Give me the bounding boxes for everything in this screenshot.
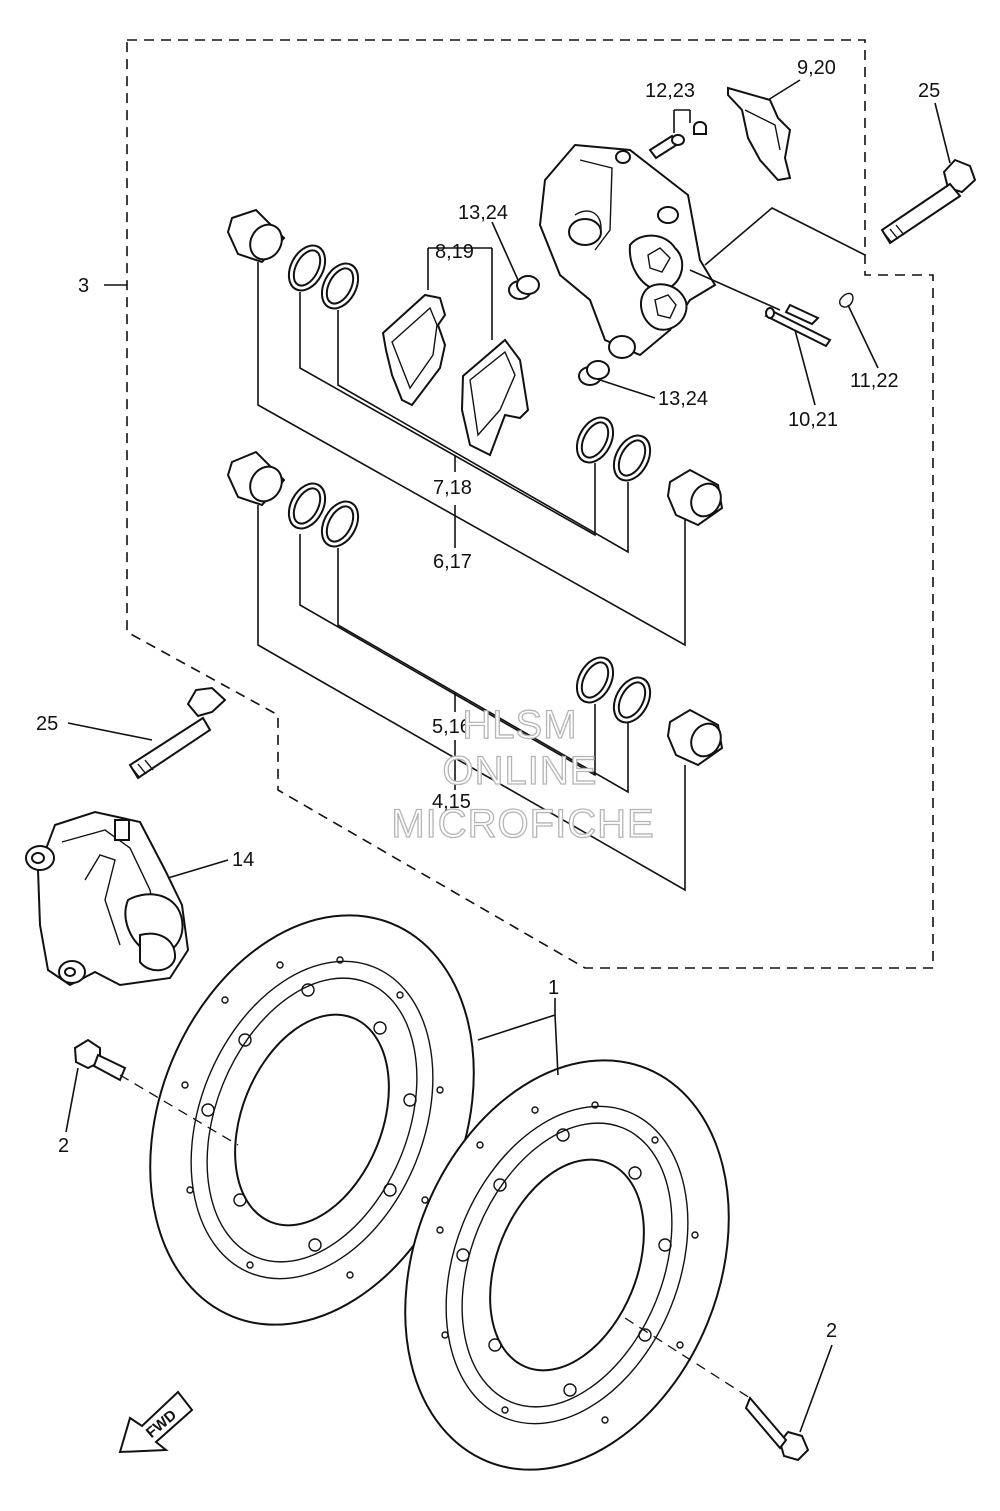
callout-14: 14 bbox=[232, 849, 254, 871]
pad-pin bbox=[764, 303, 832, 348]
callout-6-17: 6,17 bbox=[433, 551, 472, 573]
callout-8-19: 8,19 bbox=[435, 241, 474, 263]
piston-middle-left bbox=[226, 450, 286, 507]
bleed-screw bbox=[648, 121, 707, 160]
callout-7-18: 7,18 bbox=[433, 477, 472, 499]
callout-10-21: 10,21 bbox=[788, 409, 838, 431]
seal-lower-right-a bbox=[575, 656, 615, 704]
callout-2-left: 2 bbox=[58, 1135, 69, 1157]
bushing-upper bbox=[508, 275, 540, 300]
callout-13-24-upper: 13,24 bbox=[458, 202, 508, 224]
callout-3: 3 bbox=[78, 275, 89, 297]
bushing-lower bbox=[578, 360, 610, 386]
watermark: HLSM ONLINE MICROFICHE bbox=[391, 702, 655, 846]
seal-middle-right-a bbox=[575, 416, 615, 464]
caliper-bolt-lower bbox=[128, 686, 227, 780]
fwd-arrow-icon: FWD bbox=[118, 1390, 194, 1454]
pad-spring bbox=[727, 86, 792, 182]
callout-11-22: 11,22 bbox=[850, 370, 899, 392]
brake-caliper-main bbox=[538, 143, 717, 359]
callout-25-lower: 25 bbox=[36, 713, 58, 735]
watermark-line-2: ONLINE bbox=[443, 749, 598, 793]
watermark-line-1: HLSM bbox=[462, 703, 577, 747]
brake-caliper-side bbox=[25, 810, 190, 987]
caliper-bolt-upper bbox=[880, 158, 977, 245]
disc-bolt-right bbox=[744, 1396, 810, 1462]
seal-upper-left-b bbox=[320, 262, 360, 310]
piston-upper-left bbox=[226, 208, 286, 264]
callout-12-23: 12,23 bbox=[645, 80, 695, 102]
callout-5-16: 5,16 bbox=[432, 716, 471, 738]
callout-9-20: 9,20 bbox=[797, 57, 836, 79]
piston-middle-right bbox=[666, 468, 724, 527]
seal-middle-left-b bbox=[320, 500, 360, 548]
leader-lines bbox=[65, 79, 951, 1433]
brake-pad-right bbox=[460, 338, 530, 457]
watermark-line-3: MICROFICHE bbox=[391, 802, 654, 846]
callout-4-15: 4,15 bbox=[432, 791, 471, 813]
callout-13-24-lower: 13,24 bbox=[658, 388, 708, 410]
seal-middle-right-b bbox=[612, 434, 652, 482]
disc-bolt-left bbox=[73, 1038, 127, 1082]
brake-disc-left bbox=[149, 914, 475, 1326]
callout-25-upper: 25 bbox=[918, 80, 940, 102]
brake-disc-right bbox=[404, 1059, 730, 1471]
piston-lower-right bbox=[666, 708, 724, 767]
seal-middle-left-a bbox=[287, 482, 327, 530]
brake-pad-left bbox=[381, 293, 447, 407]
callout-1: 1 bbox=[548, 977, 559, 999]
callout-2-right: 2 bbox=[826, 1320, 837, 1342]
caliper-assembly-boundary bbox=[126, 39, 934, 969]
seal-upper-left-a bbox=[287, 244, 327, 292]
pin-clip bbox=[839, 292, 854, 308]
seal-lower-right-b bbox=[612, 676, 652, 724]
